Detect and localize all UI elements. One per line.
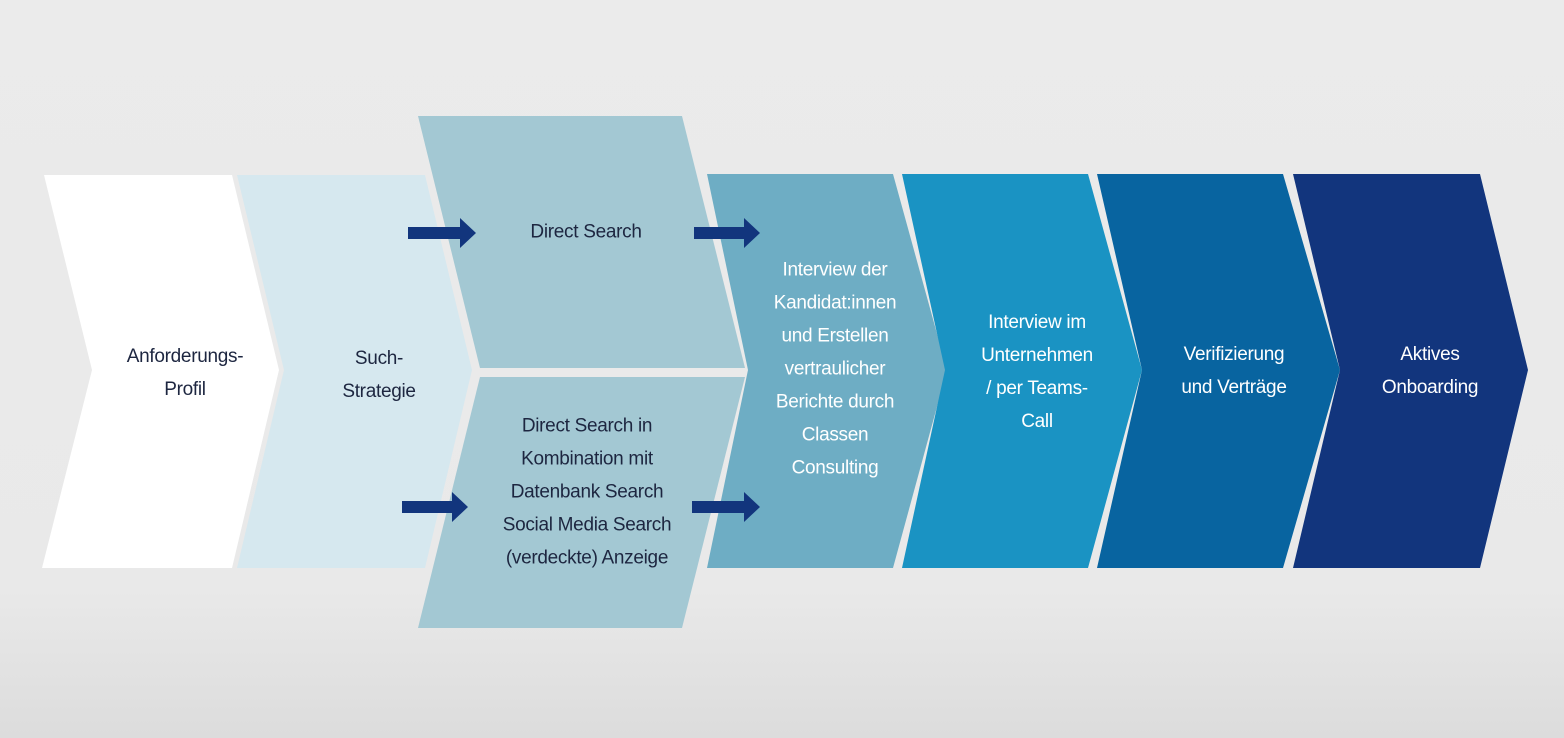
label-line: Kombination mit <box>521 448 653 470</box>
label-line: Anforderungs- <box>126 346 244 367</box>
label-line: Such- <box>354 348 404 369</box>
label-line: Strategie <box>342 381 416 402</box>
step-anforderungsprofil-shape <box>42 175 279 568</box>
step-suchstrategie-shape <box>237 175 472 568</box>
step-direct-search-shape <box>418 116 745 368</box>
label-line: Verifizierung <box>1183 344 1285 365</box>
label-line: Onboarding <box>1381 377 1479 398</box>
label-line: und Verträge <box>1181 377 1287 398</box>
label-line: vertraulicher <box>784 358 886 380</box>
step-interview-unternehmen-shape <box>902 174 1142 568</box>
step-onboarding-shape <box>1293 174 1528 568</box>
label-line: Interview der <box>782 259 888 281</box>
label-line: und Erstellen <box>781 325 889 347</box>
step-suchstrategie-label: Such- Strategie <box>342 342 416 408</box>
arrow-right-icon <box>408 218 476 248</box>
label-line: Datenbank Search <box>510 481 664 503</box>
arrow-right-icon <box>402 492 468 522</box>
label-line: Profil <box>164 379 206 400</box>
step-direct-search-combined-label: Direct Search in Kombination mit Datenba… <box>503 410 672 575</box>
label-line: Interview im <box>988 312 1086 333</box>
step-anforderungsprofil-label: Anforderungs- Profil <box>127 340 244 406</box>
step-onboarding-label: Aktives Onboarding <box>1381 338 1479 404</box>
step-interview-kandidaten-label: Interview der Kandidat:innen und Erstell… <box>774 254 897 485</box>
label-line: / per Teams- <box>986 378 1088 399</box>
label-line: Consulting <box>791 457 879 479</box>
step-interview-unternehmen-label: Interview im Unternehmen / per Teams- Ca… <box>981 306 1093 438</box>
label-line: Social Media Search <box>502 514 672 536</box>
label-line: Aktives <box>1400 344 1460 365</box>
label-line: Call <box>1021 411 1053 432</box>
label-line: Unternehmen <box>981 345 1093 366</box>
label-line: Classen <box>801 424 869 446</box>
step-verifizierung-shape <box>1097 174 1340 568</box>
step-verifizierung-label: Verifizierung und Verträge <box>1181 338 1287 404</box>
label-line: Direct Search <box>530 221 642 243</box>
arrow-right-icon <box>692 492 760 522</box>
step-interview-kandidaten-shape <box>707 174 947 568</box>
step-direct-search-label: Direct Search <box>530 216 642 249</box>
arrow-right-icon <box>694 218 760 248</box>
label-line: (verdeckte) Anzeige <box>505 547 669 569</box>
label-line: Berichte durch <box>775 391 895 413</box>
label-line: Direct Search in <box>521 415 653 437</box>
step-direct-search-combined-shape <box>418 377 745 628</box>
label-line: Kandidat:innen <box>773 292 897 314</box>
